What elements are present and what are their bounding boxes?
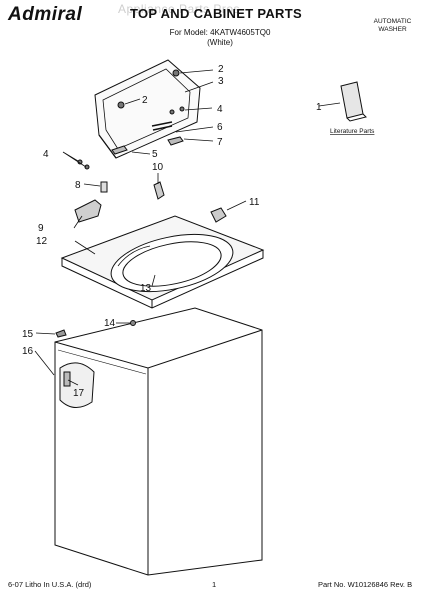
product-type-line1: AUTOMATIC [373, 18, 412, 25]
color-line: (White) [207, 38, 233, 47]
callout-12: 12 [36, 236, 48, 247]
cabinet [54, 307, 263, 576]
callout-1: 1 [316, 102, 322, 113]
callout-2-lid: 2 [142, 95, 148, 106]
literature-label: Literature Parts [330, 128, 375, 135]
callout-3: 3 [218, 76, 224, 87]
callout-5: 5 [152, 149, 158, 160]
leader-lines [34, 69, 341, 386]
callout-11: 11 [249, 197, 260, 208]
footer-litho: 6-07 Litho In U.S.A. (drd) [8, 580, 92, 589]
callout-7: 7 [217, 137, 223, 148]
product-type: AUTOMATIC WASHER [355, 18, 430, 34]
callout-2-top: 2 [218, 64, 224, 75]
footer-page-number: 1 [212, 580, 217, 589]
callout-13: 13 [140, 283, 152, 294]
model-line: For Model: 4KATW4605TQ0 [169, 28, 271, 37]
page-title: TOP AND CABINET PARTS [130, 6, 302, 21]
brand-logo: Admiral [8, 4, 83, 25]
callout-4-left: 4 [43, 149, 49, 160]
callout-4-right: 4 [217, 104, 223, 115]
callout-8: 8 [75, 180, 81, 191]
switch-parts [74, 181, 227, 223]
callout-10: 10 [152, 162, 164, 173]
callout-15: 15 [22, 329, 34, 340]
literature-part [340, 81, 367, 122]
watermark: Appliance Parts Pros [118, 2, 241, 16]
callout-14: 14 [104, 318, 116, 329]
callout-6: 6 [217, 122, 223, 133]
footer-part-number: Part No. W10126846 Rev. B [318, 580, 413, 589]
top-panel [60, 215, 265, 309]
callout-9: 9 [38, 223, 44, 234]
lid-part [94, 59, 201, 159]
hinge-parts [77, 69, 185, 170]
callout-17: 17 [73, 388, 85, 399]
product-type-line2: WASHER [378, 26, 407, 33]
callout-16: 16 [22, 346, 34, 357]
